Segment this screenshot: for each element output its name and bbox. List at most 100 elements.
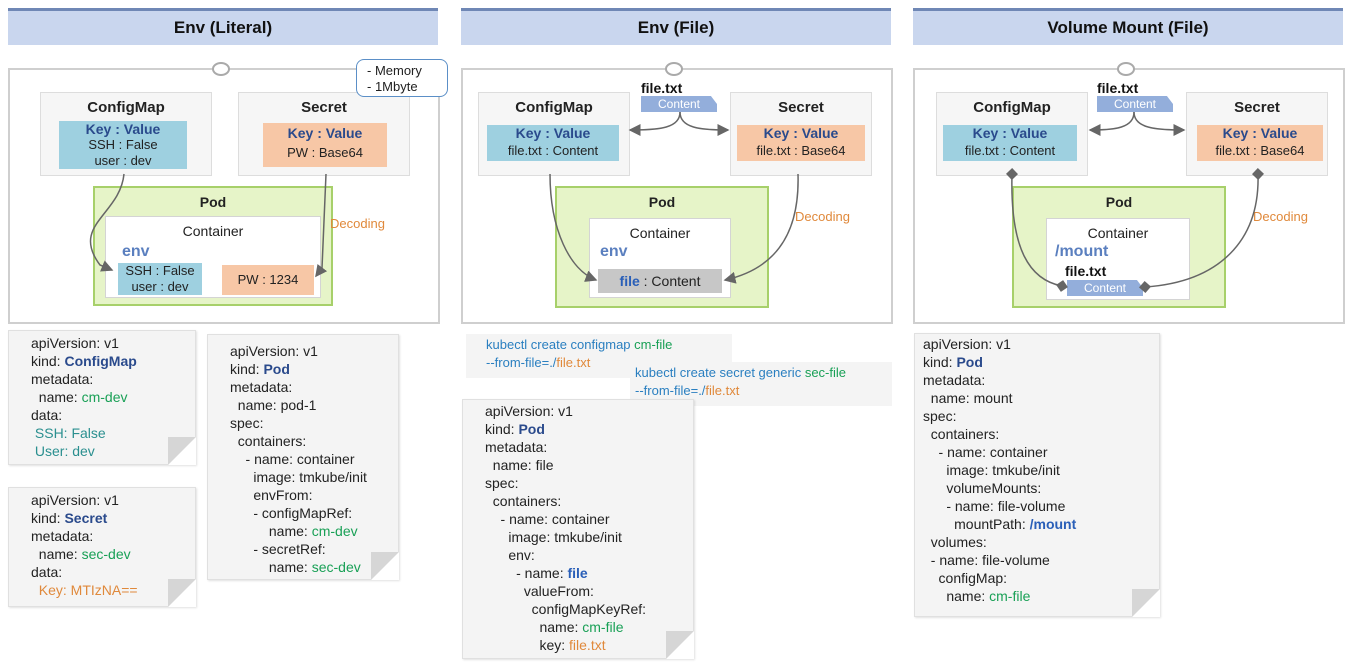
secret-title: Secret	[301, 99, 347, 116]
yaml-text: name: pod-1	[230, 397, 317, 413]
yaml-line: configMapKeyRef:	[485, 600, 693, 618]
yaml-line: containers:	[923, 425, 1159, 443]
yaml-text: spec:	[923, 408, 957, 424]
yaml-text: name:	[31, 389, 82, 405]
env-file-sep: : Content	[639, 273, 701, 289]
page-fold	[666, 631, 694, 659]
yaml-text: name:	[31, 546, 82, 562]
secret-kv: Key : Value file.txt : Base64	[737, 125, 865, 161]
yaml-line: name: sec-dev	[31, 545, 195, 563]
yaml-line: - name: container	[923, 443, 1159, 461]
container-title: Container	[1087, 225, 1149, 241]
decoding-label: Decoding	[795, 209, 850, 224]
content-tag: Content	[1097, 96, 1173, 112]
configmap-box: ConfigMap Key : Value file.txt : Content	[936, 92, 1088, 176]
yaml-line: image: tmkube/init	[485, 528, 693, 546]
yaml-line: kind: Secret	[31, 509, 195, 527]
yaml-line: name: cm-file	[485, 618, 693, 636]
yaml-line: name: cm-file	[923, 587, 1159, 605]
yaml-value: sec-dev	[81, 546, 131, 562]
kv-row: PW : 1234	[237, 272, 299, 287]
file-name-label: file.txt	[641, 80, 683, 96]
yaml-line: kind: ConfigMap	[31, 352, 195, 370]
kv-header: Key : Value	[763, 125, 839, 141]
yaml-text: key:	[485, 637, 570, 653]
arrow-file-to-secret	[679, 111, 730, 136]
yaml-line: Key: MTIzNA==	[31, 581, 195, 599]
yaml-text: metadata:	[923, 372, 986, 388]
configmap-kv: Key : Value SSH : False user : dev	[59, 121, 187, 169]
kv-row: file.txt : Content	[507, 143, 599, 158]
yaml-line: env:	[485, 546, 693, 564]
yaml-line: envFrom:	[230, 486, 398, 504]
command-arg: sec-file	[804, 365, 846, 380]
yaml-value: Pod	[518, 421, 545, 437]
configmap-kv: Key : Value file.txt : Content	[943, 125, 1077, 161]
yaml-pod-file: apiVersion: v1 kind: Pod metadata: name: f…	[462, 399, 694, 659]
yaml-line: containers:	[485, 492, 693, 510]
yaml-text	[31, 582, 39, 598]
yaml-text: apiVersion: v1	[923, 336, 1011, 352]
env-label: env	[600, 243, 628, 260]
configmap-title: ConfigMap	[87, 99, 165, 116]
yaml-text: kind:	[230, 361, 264, 377]
yaml-value: ConfigMap	[64, 353, 137, 369]
kv-header: Key : Value	[972, 125, 1048, 141]
yaml-text: name: file	[485, 457, 554, 473]
env-secret-value: PW : 1234	[222, 265, 314, 295]
kv-row: SSH : False	[88, 137, 158, 152]
yaml-text: metadata:	[31, 371, 94, 387]
yaml-text: kind:	[485, 421, 519, 437]
yaml-text: mountPath:	[923, 516, 1030, 532]
yaml-text: - name: container	[485, 511, 610, 527]
content-tag: Content	[641, 96, 717, 112]
command-text: --from-file=./	[635, 383, 706, 398]
kv-row: file.txt : Base64	[756, 143, 846, 158]
command-create-secret: kubectl create secret generic sec-file -…	[630, 362, 892, 406]
container-title: Container	[182, 223, 244, 239]
connector-knob	[665, 62, 683, 76]
connector-knob	[212, 62, 230, 76]
command-text: kubectl create secret generic	[635, 365, 805, 380]
page-fold	[371, 552, 399, 580]
link-configmap-to-mount	[1006, 168, 1068, 292]
yaml-line: name: pod-1	[230, 396, 398, 414]
pod-title: Pod	[648, 194, 676, 210]
yaml-line: metadata:	[923, 371, 1159, 389]
yaml-line: configMap:	[923, 569, 1159, 587]
yaml-value: SSH: False	[34, 425, 106, 441]
header-volume-mount: Volume Mount (File)	[913, 8, 1343, 45]
container-title: Container	[629, 225, 691, 241]
secret-kv: Key : Value PW : Base64	[263, 123, 387, 167]
yaml-line: name: cm-dev	[230, 522, 398, 540]
yaml-line: volumeMounts:	[923, 479, 1159, 497]
yaml-text: name: mount	[923, 390, 1013, 406]
yaml-text: configMapKeyRef:	[485, 601, 647, 617]
kv-header: Key : Value	[85, 121, 161, 137]
pod-box: Pod Container env file : Content	[555, 186, 769, 308]
yaml-text: valueFrom:	[485, 583, 594, 599]
yaml-text: name:	[485, 619, 583, 635]
yaml-text: volumeMounts:	[923, 480, 1042, 496]
kv-row: user : dev	[131, 279, 189, 294]
yaml-text: data:	[31, 407, 63, 423]
arrow-configmap-to-env-file	[549, 173, 598, 282]
callout-line: - 1Mbyte	[367, 79, 418, 94]
yaml-text: apiVersion: v1	[31, 492, 119, 508]
yaml-line: mountPath: /mount	[923, 515, 1159, 533]
yaml-line: data:	[31, 406, 195, 424]
header-env-literal: Env (Literal)	[8, 8, 438, 45]
connector-knob	[1117, 62, 1135, 76]
yaml-value: /mount	[1029, 516, 1077, 532]
yaml-line: User: dev	[31, 442, 195, 460]
kv-row: user : dev	[94, 153, 152, 168]
memory-callout: - Memory - 1Mbyte	[356, 59, 448, 97]
yaml-text: - configMapRef:	[230, 505, 353, 521]
yaml-text: apiVersion: v1	[485, 403, 573, 419]
yaml-value: cm-file	[989, 588, 1031, 604]
yaml-text: metadata:	[485, 439, 548, 455]
yaml-value: sec-dev	[311, 559, 361, 575]
